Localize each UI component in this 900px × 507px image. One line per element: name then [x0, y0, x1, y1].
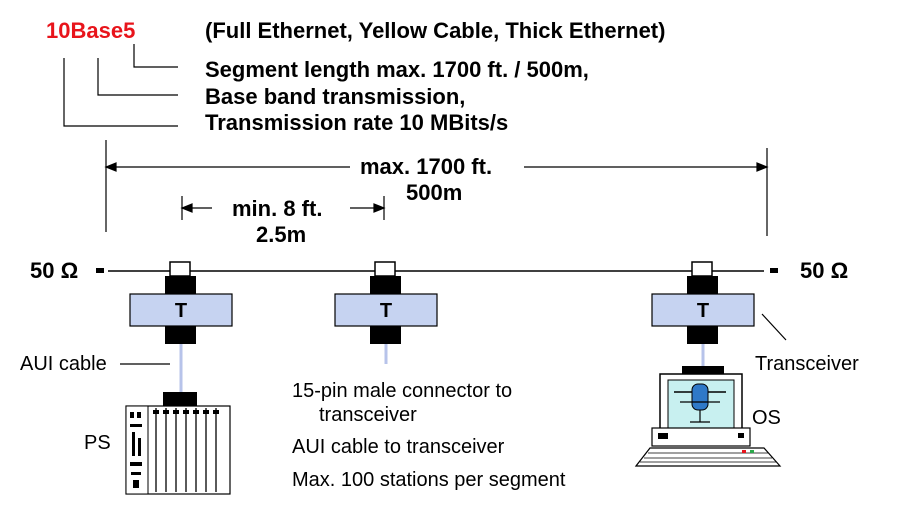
note-connector-line2: transceiver	[319, 404, 417, 426]
ps-label: PS	[84, 432, 111, 454]
transceiver-1: T	[129, 261, 233, 392]
transceiver-1-letter: T	[175, 300, 187, 322]
aui-connector	[163, 392, 197, 406]
leader-lines	[120, 313, 787, 365]
note-transmission-rate: Transmission rate 10 MBits/s	[205, 110, 509, 135]
right-terminator-label: 50 Ω	[800, 258, 849, 283]
min-spacing-arrow	[180, 196, 386, 220]
max-length-metric: 500m	[406, 180, 463, 205]
transceiver-2: T	[334, 261, 438, 364]
transceiver-2-letter: T	[380, 300, 392, 322]
os-label: OS	[752, 407, 781, 429]
note-baseband: Base band transmission,	[205, 84, 466, 109]
note-segment-length: Segment length max. 1700 ft. / 500m,	[205, 57, 589, 82]
os-aui-connector	[682, 366, 724, 374]
max-length-arrow	[104, 162, 769, 172]
left-terminator	[96, 268, 104, 273]
right-terminator	[770, 268, 778, 273]
extent-lines	[105, 140, 768, 236]
min-spacing-label: min. 8 ft.	[232, 196, 323, 221]
ethernet-bus	[96, 268, 778, 273]
aui-cable-label: AUI cable	[20, 353, 107, 375]
max-length-label: max. 1700 ft.	[360, 154, 493, 179]
left-terminator-label: 50 Ω	[30, 258, 79, 283]
note-connector-line1: 15-pin male connector to	[292, 380, 513, 402]
standard-description: (Full Ethernet, Yellow Cable, Thick Ethe…	[205, 18, 666, 43]
note-aui-cable: AUI cable to transceiver	[292, 436, 505, 458]
transceiver-3-letter: T	[697, 300, 709, 322]
min-spacing-metric: 2.5m	[256, 222, 307, 247]
note-max-stations: Max. 100 stations per segment	[292, 469, 566, 491]
ps-rack	[125, 392, 231, 495]
transceiver-label: Transceiver	[755, 353, 859, 375]
transceiver-3: T	[651, 261, 755, 366]
standard-title: 10Base5	[46, 18, 136, 43]
os-computer	[634, 366, 782, 467]
title-brackets	[63, 44, 178, 127]
